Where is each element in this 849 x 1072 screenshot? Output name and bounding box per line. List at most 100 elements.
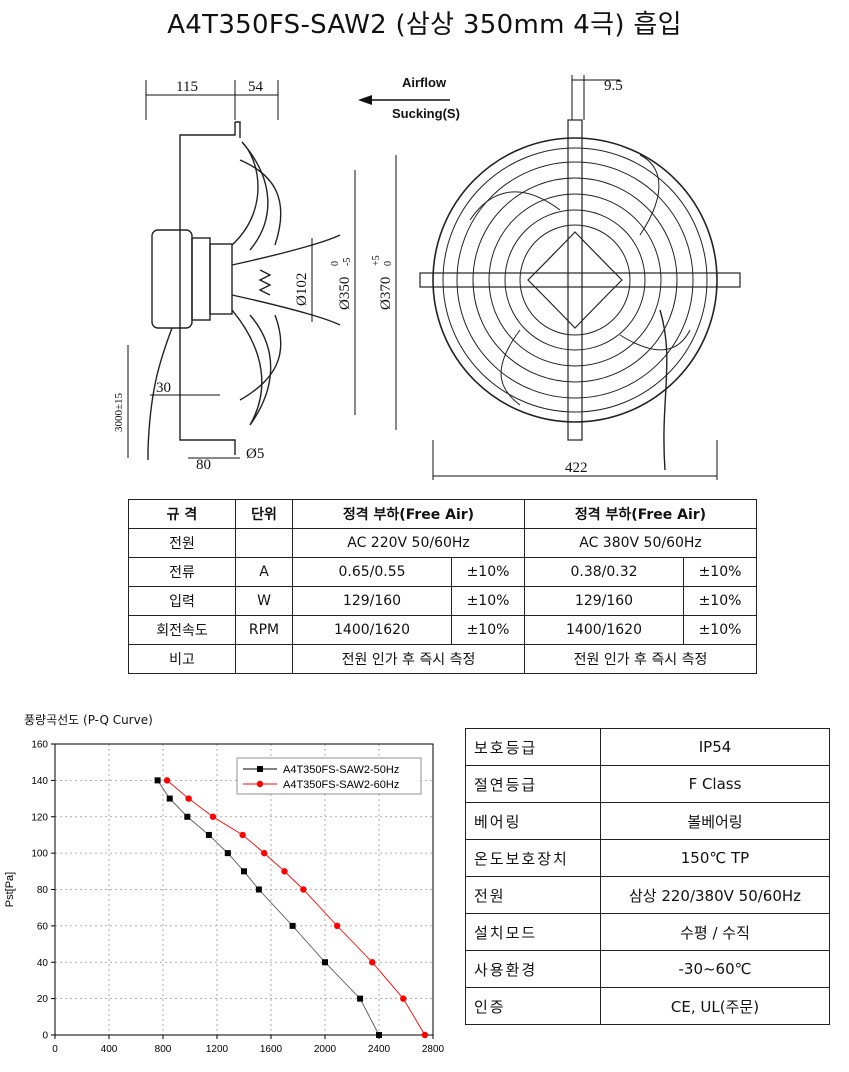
legend-marker	[256, 780, 264, 788]
row-label: 전류	[128, 557, 236, 587]
legend-box	[236, 757, 422, 795]
row-tol-380: ±10%	[683, 615, 757, 645]
fan-side-view	[147, 121, 341, 460]
x-tick-label: 400	[101, 1044, 118, 1055]
row-value-380: 전원 인가 후 즉시 측정	[524, 644, 757, 674]
dim-422: 422	[565, 460, 588, 476]
dim-370: Ø370	[378, 277, 394, 310]
chart-title: 풍량곡선도 (P-Q Curve)	[24, 713, 153, 727]
table-row: 전원 AC 220V 50/60Hz AC 380V 50/60Hz	[128, 528, 757, 558]
y-tick-label: 100	[31, 849, 48, 860]
feature-label: 보호등급	[465, 728, 601, 766]
data-point	[184, 813, 191, 820]
feature-value: IP54	[600, 728, 830, 766]
data-point	[185, 795, 192, 802]
data-point	[205, 831, 212, 838]
dim-3000: 3000±15	[113, 392, 125, 432]
legend-marker	[257, 766, 263, 772]
y-tick-label: 120	[31, 812, 48, 823]
feature-label: 사용환경	[465, 950, 601, 988]
y-tick-label: 140	[31, 776, 48, 787]
data-point	[357, 995, 364, 1002]
feature-value: F Class	[600, 765, 830, 803]
y-tick-label: 80	[37, 885, 49, 896]
table-row: 전류 A 0.65/0.55 ±10% 0.38/0.32 ±10%	[128, 557, 757, 587]
x-tick-label: 1600	[260, 1044, 283, 1055]
dim-115: 115	[176, 79, 198, 95]
header-spec: 규 격	[128, 499, 236, 529]
dim-30: 30	[156, 380, 171, 396]
row-label: 비고	[128, 644, 236, 674]
feature-value: 150℃ TP	[600, 839, 830, 877]
legend-label: A4T350FS-SAW2-50Hz	[283, 764, 399, 776]
row-unit: W	[235, 586, 293, 616]
dim-370-tol-top: +5	[371, 255, 382, 266]
row-label: 회전속도	[128, 615, 236, 645]
dim-350: Ø350	[337, 277, 353, 310]
row-unit: RPM	[235, 615, 293, 645]
header-load-380: 정격 부하(Free Air)	[524, 499, 757, 529]
data-point	[163, 777, 171, 784]
row-value-220: AC 220V 50/60Hz	[292, 528, 525, 558]
data-point	[322, 959, 328, 966]
row-tol-220: ±10%	[451, 557, 525, 587]
dim-54: 54	[248, 79, 264, 95]
row-value-220: 0.65/0.55	[292, 557, 452, 587]
dim-350-tol-top: 0	[330, 261, 341, 266]
y-tick-label: 160	[31, 740, 48, 751]
y-axis-label: Pst[Pa]	[4, 872, 16, 907]
row-unit: A	[235, 557, 293, 587]
data-point	[166, 795, 173, 802]
series-line	[166, 780, 426, 1036]
row-tol-220: ±10%	[451, 615, 525, 645]
x-tick-label: 0	[52, 1044, 58, 1055]
x-tick-label: 1200	[206, 1044, 229, 1055]
y-tick-label: 20	[37, 994, 49, 1005]
table-row: 사용환경-30~60℃	[465, 950, 830, 988]
sucking-label: Sucking(S)	[392, 106, 460, 121]
row-value-220: 129/160	[292, 586, 452, 616]
dim-80: 80	[196, 457, 211, 473]
data-point	[421, 1031, 429, 1039]
table-row: 회전속도 RPM 1400/1620 ±10% 1400/1620 ±10%	[128, 615, 757, 645]
series-line	[157, 780, 380, 1036]
row-tol-380: ±10%	[683, 557, 757, 587]
feature-value: CE, UL(주문)	[600, 987, 830, 1025]
spec-table-header: 규 격 단위 정격 부하(Free Air) 정격 부하(Free Air)	[128, 499, 757, 529]
legend-label: A4T350FS-SAW2-60Hz	[283, 779, 399, 791]
x-tick-label: 2400	[368, 1044, 391, 1055]
row-label: 전원	[128, 528, 236, 558]
dim-5: Ø5	[246, 446, 264, 462]
row-tol-380: ±10%	[683, 586, 757, 616]
feature-value: 볼베어링	[600, 802, 830, 840]
data-point	[261, 849, 268, 857]
y-tick-label: 60	[37, 921, 49, 932]
data-point	[400, 995, 407, 1002]
data-point	[300, 886, 307, 893]
header-load-220: 정격 부하(Free Air)	[292, 499, 525, 529]
data-point	[376, 1032, 382, 1038]
x-tick-label: 2800	[422, 1044, 445, 1055]
technical-drawing: 115 54 Airflow Sucking(S) Ø102 Ø350	[113, 75, 741, 480]
y-tick-label: 40	[37, 958, 49, 969]
row-value-220: 1400/1620	[292, 615, 452, 645]
feature-label: 베어링	[465, 802, 601, 840]
x-tick-label: 800	[155, 1044, 172, 1055]
data-point	[255, 886, 262, 893]
feature-value: 삼상 220/380V 50/60Hz	[600, 876, 830, 914]
airflow-label: Airflow	[402, 75, 447, 90]
row-tol-220: ±10%	[451, 586, 525, 616]
page-title: A4T350FS-SAW2 (삼상 350mm 4극) 흡입	[167, 10, 682, 40]
row-unit	[235, 644, 293, 674]
data-point	[333, 922, 341, 930]
dim-9-5: 9.5	[604, 78, 623, 94]
row-label: 입력	[128, 586, 236, 616]
